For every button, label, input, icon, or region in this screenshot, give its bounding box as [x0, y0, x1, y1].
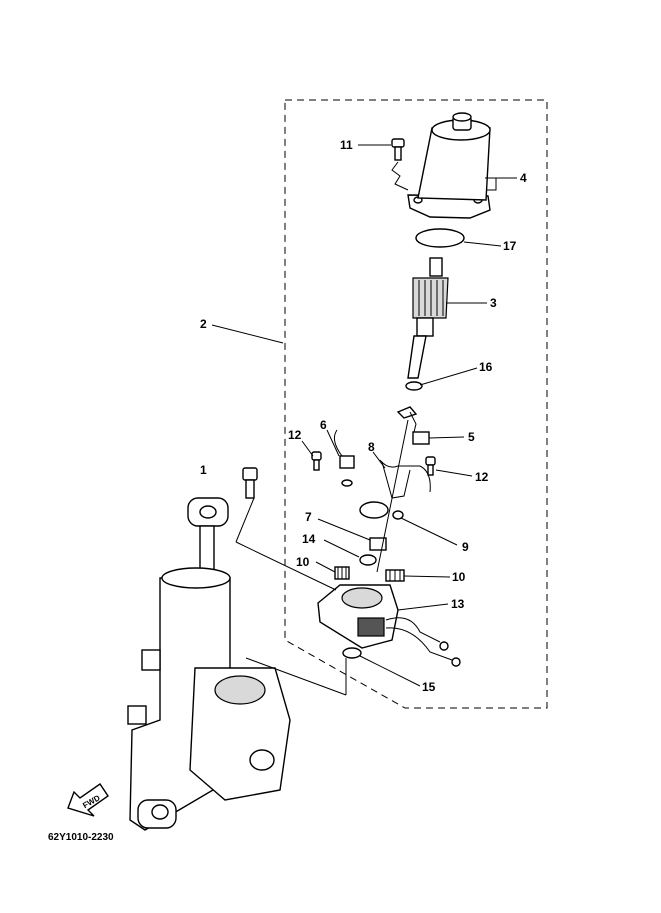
- o-ring-part-17[interactable]: [415, 228, 465, 248]
- callout-13: 13: [451, 597, 465, 611]
- callout-1: 1: [200, 463, 207, 477]
- callout-8: 8: [368, 440, 375, 454]
- motor-part-4[interactable]: [407, 112, 497, 219]
- callout-3: 3: [490, 296, 497, 310]
- assembly-boundary: [284, 99, 548, 709]
- brush-part-6[interactable]: [333, 429, 355, 487]
- callout-10b: 10: [452, 570, 466, 584]
- callout-16: 16: [479, 360, 493, 374]
- callout-14: 14: [302, 532, 316, 546]
- plate-part-9[interactable]: [359, 501, 404, 520]
- callout-12b: 12: [475, 470, 489, 484]
- tilt-cylinder: [127, 497, 291, 831]
- callout-10a: 10: [296, 555, 310, 569]
- end-housing-part-13[interactable]: [317, 584, 461, 667]
- screw-part-12a[interactable]: [311, 451, 322, 471]
- callout-7: 7: [305, 510, 312, 524]
- forward-arrow-icon: FWD: [67, 783, 109, 817]
- callout-11: 11: [340, 138, 353, 152]
- diagram-code: 62Y1010-2230: [48, 832, 114, 843]
- bolt-part-1[interactable]: [242, 467, 258, 499]
- callout-12a: 12: [288, 428, 302, 442]
- washer-part-16[interactable]: [405, 381, 423, 391]
- callout-5: 5: [468, 430, 475, 444]
- spring-part-14[interactable]: [359, 554, 377, 566]
- callout-6: 6: [320, 418, 327, 432]
- brush-part-5[interactable]: [396, 406, 430, 445]
- screw-part-12b[interactable]: [425, 456, 436, 476]
- spring-part-10b[interactable]: [385, 569, 405, 582]
- callout-9: 9: [462, 540, 469, 554]
- armature-part-3[interactable]: [407, 257, 449, 379]
- spring-part-10a[interactable]: [334, 566, 350, 580]
- leader-lines: [211, 144, 517, 696]
- callout-2: 2: [200, 317, 207, 331]
- callout-15: 15: [422, 680, 436, 694]
- seal-part-15[interactable]: [342, 647, 362, 659]
- callout-17: 17: [503, 239, 517, 253]
- callout-4: 4: [520, 171, 527, 185]
- brush-holder-part-8[interactable]: [379, 459, 431, 499]
- bolt-part-11[interactable]: [391, 138, 409, 191]
